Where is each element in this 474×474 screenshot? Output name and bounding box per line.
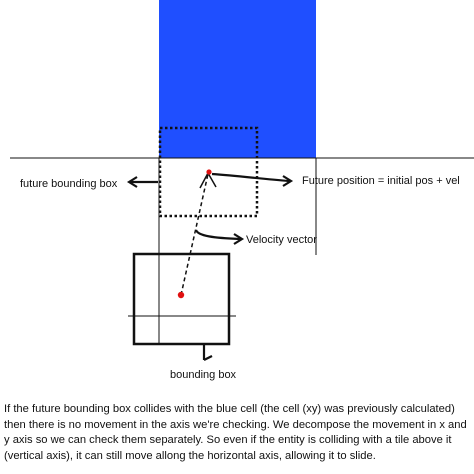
label-future-position: Future position = initial pos + vel (302, 175, 460, 187)
caption-text: If the future bounding box collides with… (4, 403, 467, 462)
label-bounding-box: bounding box (170, 369, 237, 381)
blue-cell (159, 0, 316, 158)
future-bounding-box (158, 126, 259, 218)
label-velocity-vector: Velocity vector (246, 234, 317, 246)
future-position-pointer (211, 172, 294, 187)
collision-diagram (10, 0, 474, 361)
bounding-box-rect (132, 252, 231, 346)
future-bounding-box-pointer (126, 176, 158, 188)
velocity-vector-pointer (194, 229, 245, 245)
label-future-bounding-box: future bounding box (20, 178, 118, 190)
initial-position-point (177, 291, 185, 299)
future-position-point (206, 169, 212, 175)
bounding-box-pointer (202, 344, 213, 361)
